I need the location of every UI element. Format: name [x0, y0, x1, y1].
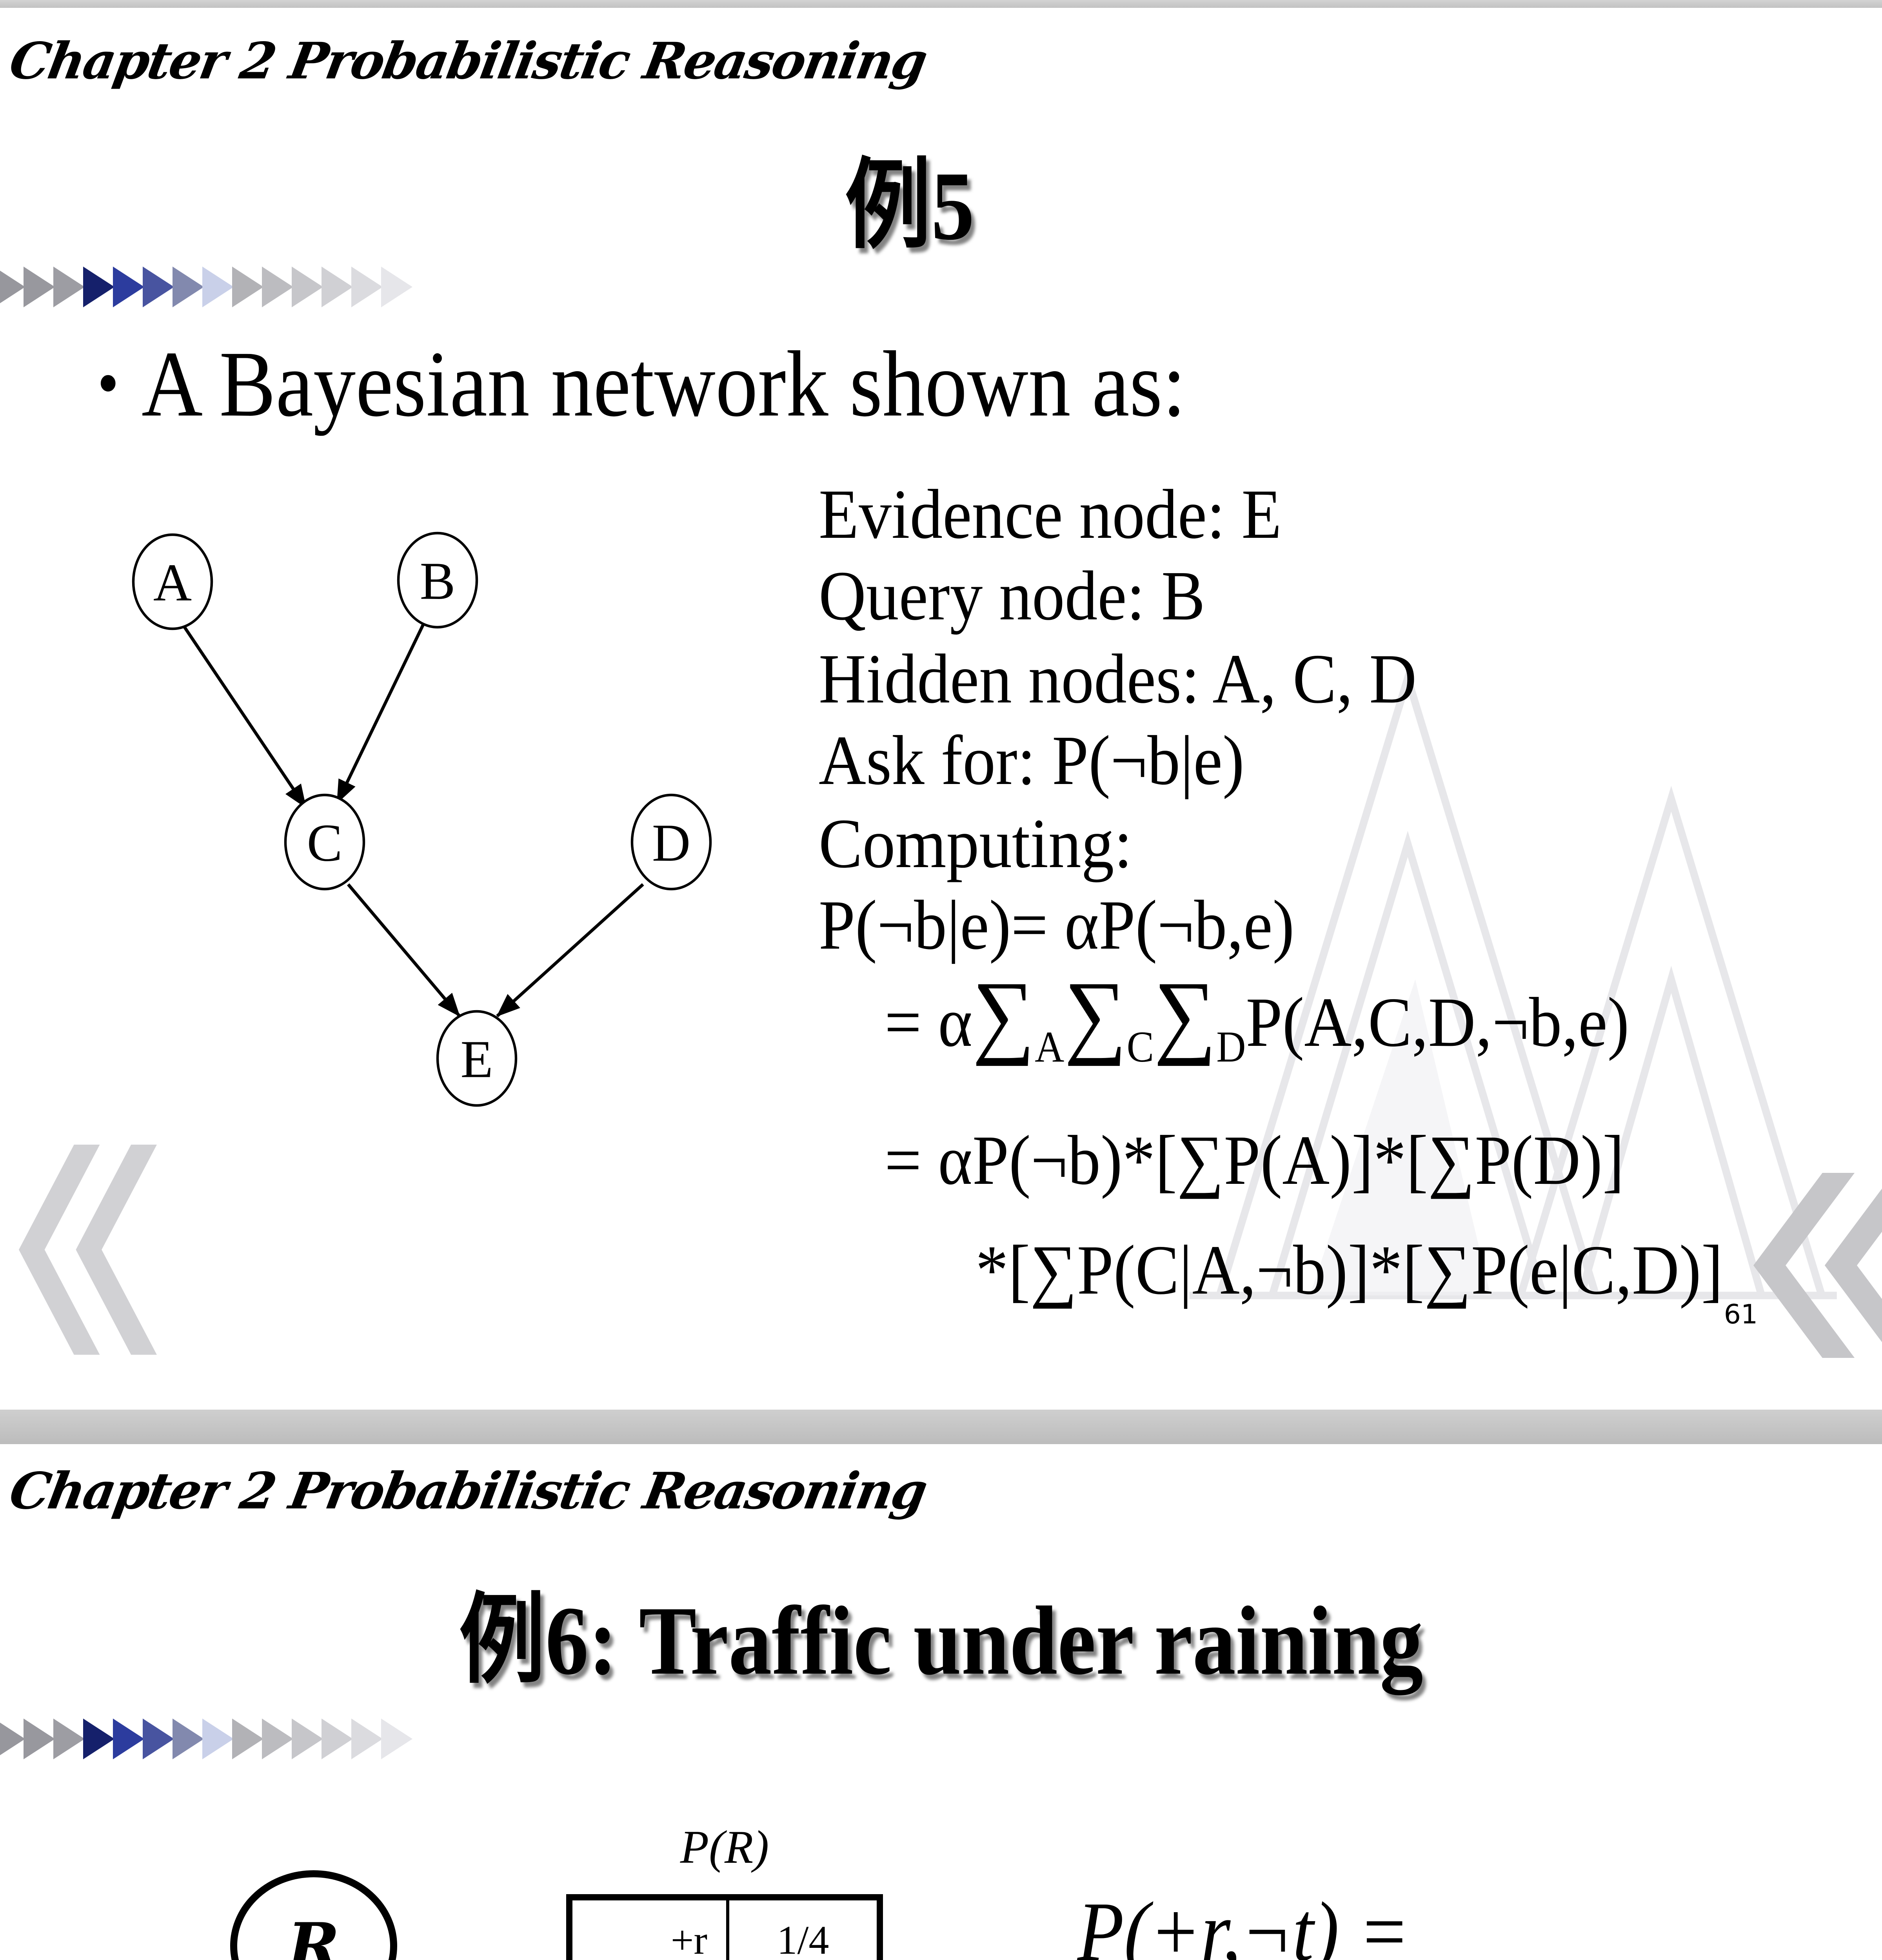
page-number: 61 — [1724, 1300, 1758, 1331]
node-c — [284, 793, 365, 891]
node-d-label: D — [652, 814, 690, 873]
node-b-label: B — [420, 552, 456, 611]
chapter-header: Chapter 2 Probabilistic Reasoning — [5, 1461, 931, 1521]
slide-divider-bar — [0, 1410, 1882, 1444]
arrow-decoration — [0, 1719, 412, 1759]
arrow-triangle-icon — [232, 1719, 263, 1759]
arrow-triangle-icon — [0, 1719, 25, 1759]
info-line: Hidden nodes: A, C, D — [819, 640, 1417, 718]
arrow-triangle-icon — [173, 1719, 204, 1759]
arrow-triangle-icon — [292, 1719, 323, 1759]
edge-a-c — [182, 624, 307, 809]
arrow-triangle-icon — [262, 1719, 293, 1759]
formula-line: P(¬b|e)= αP(¬b,e) — [819, 886, 1295, 964]
node-d — [630, 793, 712, 891]
chevron-left-icon — [19, 1145, 157, 1355]
logo-watermark — [1189, 665, 1837, 1299]
arrow-triangle-icon — [381, 1719, 412, 1759]
formula-line: = αP(¬b)*[∑P(A)]*[∑P(D)] — [885, 1121, 1624, 1200]
slide-title: 例6: Traffic under raining — [459, 1585, 1423, 1696]
arrow-triangle-icon — [351, 1719, 383, 1759]
arrow-triangle-icon — [143, 267, 174, 307]
sigma-sub: C — [1126, 1024, 1154, 1073]
arrow-triangle-icon — [53, 267, 85, 307]
formula-line: *[∑P(C|A,¬b)]*[∑P(e|C,D)] — [976, 1231, 1723, 1309]
arrow-triangle-icon — [113, 267, 144, 307]
info-line: Computing: — [819, 804, 1132, 883]
sigma-sub: A — [1035, 1024, 1065, 1073]
arrow-triangle-icon — [322, 1719, 353, 1759]
node-e — [436, 1010, 518, 1107]
arrow-decoration — [0, 267, 412, 307]
arrow-triangle-icon — [202, 1719, 234, 1759]
bullet-text: A Bayesian network shown as: — [142, 332, 1186, 436]
edge-c-e — [347, 883, 461, 1017]
node-r-label: R — [286, 1909, 340, 1960]
edge-b-c — [336, 623, 425, 804]
bullet-icon: • — [97, 345, 119, 422]
info-line: Evidence node: E — [819, 475, 1282, 554]
arrow-triangle-icon — [83, 267, 114, 307]
formula-line-sum: = α∑A∑C∑DP(A,C,D,¬b,e) — [885, 960, 1629, 1104]
p-r-table: +r 1/4 ¬r 3/4 — [566, 1894, 883, 1960]
formula-tail: P(A,C,D,¬b,e) — [1246, 983, 1629, 1062]
chevron-left-icon — [1753, 1173, 1882, 1358]
arrow-triangle-icon — [322, 267, 353, 307]
arrow-triangle-icon — [173, 267, 204, 307]
bayes-network-diagram: A B C D E — [132, 532, 712, 1107]
sigma-symbol: ∑ — [1064, 963, 1127, 1066]
arrow-triangle-icon — [232, 267, 263, 307]
rain-traffic-diagram: R T — [230, 1870, 397, 1960]
top-gray-bar — [0, 0, 1882, 8]
node-e-label: E — [460, 1030, 493, 1089]
slide-61: Chapter 2 Probabilistic Reasoning 例5 • A … — [0, 31, 1882, 1358]
arrow-triangle-icon — [292, 267, 323, 307]
query-formula: P(+r,¬t) = — [1077, 1885, 1410, 1960]
edge-d-e — [496, 883, 644, 1017]
node-a — [132, 533, 213, 630]
table-cell-label: +r — [572, 1900, 729, 1960]
table-cell-value: 1/4 — [729, 1900, 877, 1960]
slide-62: Chapter 2 Probabilistic Reasoning 例6: Tr… — [0, 1444, 1882, 1960]
node-b — [397, 532, 478, 629]
arrow-triangle-icon — [0, 267, 25, 307]
arrow-triangle-icon — [351, 267, 383, 307]
arrow-triangle-icon — [202, 267, 234, 307]
arrow-triangle-icon — [24, 267, 55, 307]
formula-lead: = α — [885, 983, 973, 1062]
arrow-triangle-icon — [83, 1719, 114, 1759]
arrow-triangle-icon — [262, 267, 293, 307]
sigma-symbol: ∑ — [1154, 963, 1217, 1066]
arrow-triangle-icon — [381, 267, 412, 307]
slide-title: 例5 — [845, 151, 975, 261]
bullet-line: • A Bayesian network shown as: — [97, 332, 1186, 445]
node-c-label: C — [307, 814, 343, 873]
arrow-triangle-icon — [24, 1719, 55, 1759]
info-line: Query node: B — [819, 557, 1205, 635]
chapter-header: Chapter 2 Probabilistic Reasoning — [5, 31, 931, 91]
arrow-triangle-icon — [113, 1719, 144, 1759]
node-a-label: A — [153, 554, 192, 612]
info-line: Ask for: P(¬b|e) — [819, 721, 1244, 800]
arrow-triangle-icon — [143, 1719, 174, 1759]
node-r — [230, 1870, 397, 1960]
arrow-triangle-icon — [53, 1719, 85, 1759]
sigma-symbol: ∑ — [972, 963, 1035, 1066]
sigma-sub: D — [1216, 1024, 1246, 1073]
p-r-title: P(R) — [680, 1822, 769, 1874]
